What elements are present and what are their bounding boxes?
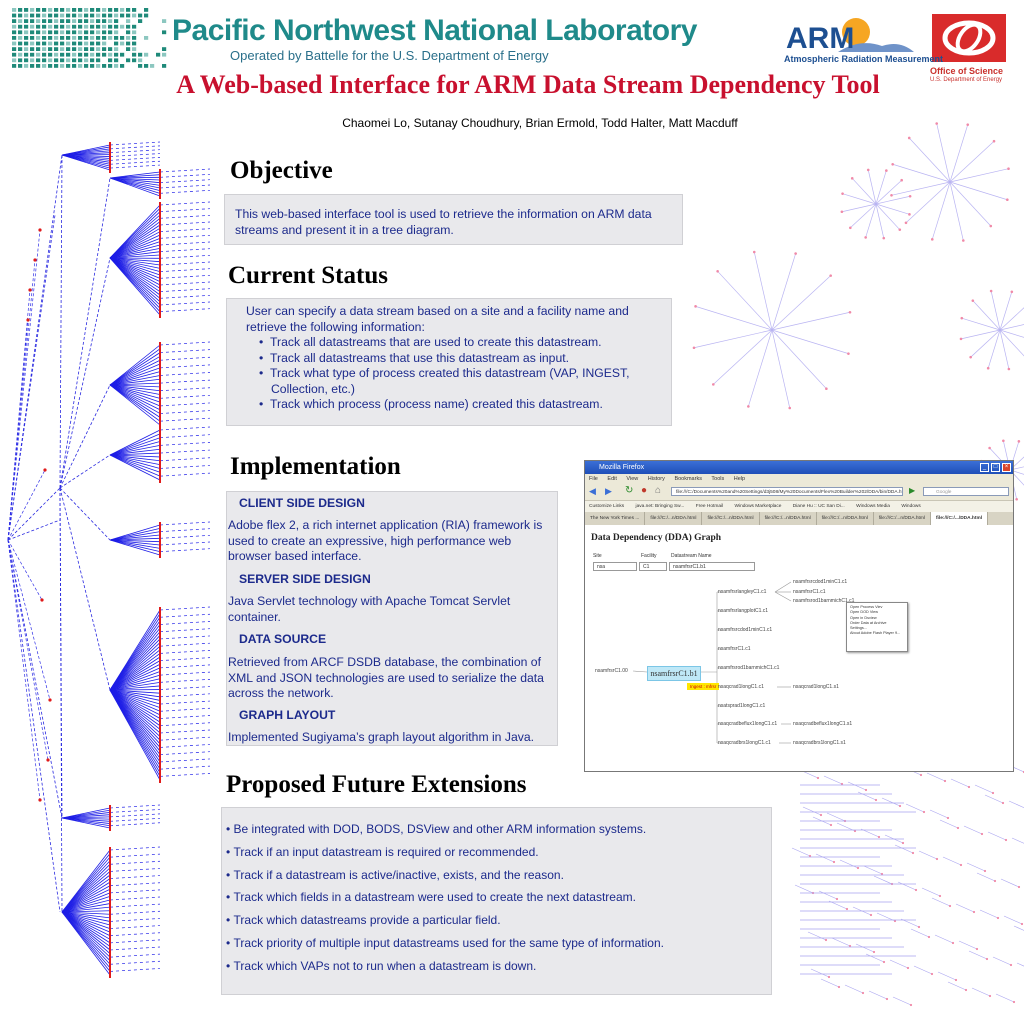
doe-logo bbox=[932, 14, 1006, 62]
implementation-panel: CLIENT SIDE DESIGN Adobe flex 2, a rich … bbox=[226, 491, 558, 746]
arm-logo-subtitle: Atmospheric Radiation Measurement bbox=[784, 54, 943, 64]
graph-node[interactable]: nsamfrsrcdod1minC1.c1 bbox=[793, 579, 847, 585]
objective-panel: This web-based interface tool is used to… bbox=[224, 194, 683, 245]
graph-root-node[interactable]: nsamfrsrC1.b1 bbox=[647, 666, 701, 681]
future-heading: Proposed Future Extensions bbox=[226, 771, 527, 799]
objective-text: This web-based interface tool is used to… bbox=[235, 207, 672, 238]
left-dependency-tree bbox=[8, 142, 210, 978]
graph-node[interactable]: nsamfrsrlangplotC1.c1 bbox=[718, 608, 768, 614]
data-source-text: Retrieved from ARCF DSDB database, the c… bbox=[228, 655, 556, 702]
list-item: • Track priority of multiple input datas… bbox=[226, 936, 664, 950]
org-name: Pacific Northwest National Laboratory bbox=[172, 14, 697, 48]
graph-node[interactable]: nsaqcrad1longC1.c1 bbox=[718, 684, 764, 690]
list-item: • Track all datastreams that are used to… bbox=[255, 335, 661, 351]
data-source-heading: DATA SOURCE bbox=[239, 632, 326, 646]
implementation-heading: Implementation bbox=[230, 453, 401, 481]
list-item: • Track which datastreams provide a part… bbox=[226, 913, 501, 927]
context-menu-item[interactable]: About Adobe Flash Player 9... bbox=[850, 631, 904, 636]
graph-node[interactable]: nsamfrsrod1barnmichC1.c1 bbox=[718, 665, 779, 671]
server-side-text: Java Servlet technology with Apache Tomc… bbox=[228, 594, 538, 625]
server-side-heading: SERVER SIDE DESIGN bbox=[239, 572, 371, 586]
graph-node[interactable]: nsaqcrad1longC1.s1 bbox=[793, 684, 839, 690]
poster-title: A Web-based Interface for ARM Data Strea… bbox=[0, 70, 1024, 100]
client-side-text: Adobe flex 2, a rich internet applicatio… bbox=[228, 518, 554, 565]
client-side-heading: CLIENT SIDE DESIGN bbox=[239, 496, 365, 510]
current-status-intro: User can specify a data stream based on … bbox=[246, 304, 661, 335]
graph-node[interactable]: nsamfrsrC1.c1 bbox=[718, 646, 751, 652]
objective-heading: Objective bbox=[230, 157, 333, 185]
graph-node[interactable]: nsamfrsrlangleyC1.c1 bbox=[718, 589, 766, 595]
graph-node[interactable]: nsatsprad1longC1.c1 bbox=[718, 703, 765, 709]
authors: Chaomei Lo, Sutanay Choudhury, Brian Erm… bbox=[0, 116, 1024, 130]
current-status-panel: User can specify a data stream based on … bbox=[226, 298, 672, 426]
graph-layout-heading: GRAPH LAYOUT bbox=[239, 708, 335, 722]
graph-node[interactable]: nsamfrsrC1.c1 bbox=[793, 589, 826, 595]
arm-logo-text: ARM bbox=[786, 22, 854, 56]
graph-node[interactable]: nsaqcradbeflux1longC1.c1 bbox=[718, 721, 777, 727]
graph-layout-text: Implemented Sugiyama’s graph layout algo… bbox=[228, 730, 556, 746]
process-tag: Ingest : mfrsr bbox=[687, 683, 719, 690]
graph-node[interactable]: nsamfrsrcdod1minC1.c1 bbox=[718, 627, 772, 633]
list-item: • Track which fields in a datastream wer… bbox=[226, 890, 636, 904]
list-item: • Track if an input datastream is requir… bbox=[226, 845, 539, 859]
list-item: • Track which VAPs not to run when a dat… bbox=[226, 959, 536, 973]
graph-node[interactable]: nsaqcradbrs1longC1.s1 bbox=[793, 740, 846, 746]
graph-node[interactable]: nsaqcradbeflux1longC1.s1 bbox=[793, 721, 852, 727]
graph-node[interactable]: nsaqcradbrs1longC1.c1 bbox=[718, 740, 771, 746]
current-status-heading: Current Status bbox=[228, 262, 388, 290]
graph-node[interactable]: nsamfrsrC1.00 bbox=[595, 668, 628, 674]
list-item: • Track which process (process name) cre… bbox=[255, 397, 661, 413]
list-item: • Be integrated with DOD, BODS, DSView a… bbox=[226, 822, 646, 836]
current-status-list: • Track all datastreams that are used to… bbox=[246, 335, 661, 413]
pnnl-logo-grid bbox=[12, 8, 166, 68]
list-item: • Track if a datastream is active/inacti… bbox=[226, 868, 564, 882]
list-item: • Track all datastreams that use this da… bbox=[255, 351, 661, 367]
list-item: • Track what type of process created thi… bbox=[255, 366, 661, 397]
org-subtitle: Operated by Battelle for the U.S. Depart… bbox=[230, 48, 549, 63]
context-menu: Open Process Viev Open DOD View Open in … bbox=[846, 602, 908, 652]
browser-screenshot: Mozilla Firefox _ □ × File Edit View His… bbox=[584, 460, 1014, 772]
future-panel: • Be integrated with DOD, BODS, DSView a… bbox=[221, 807, 772, 995]
